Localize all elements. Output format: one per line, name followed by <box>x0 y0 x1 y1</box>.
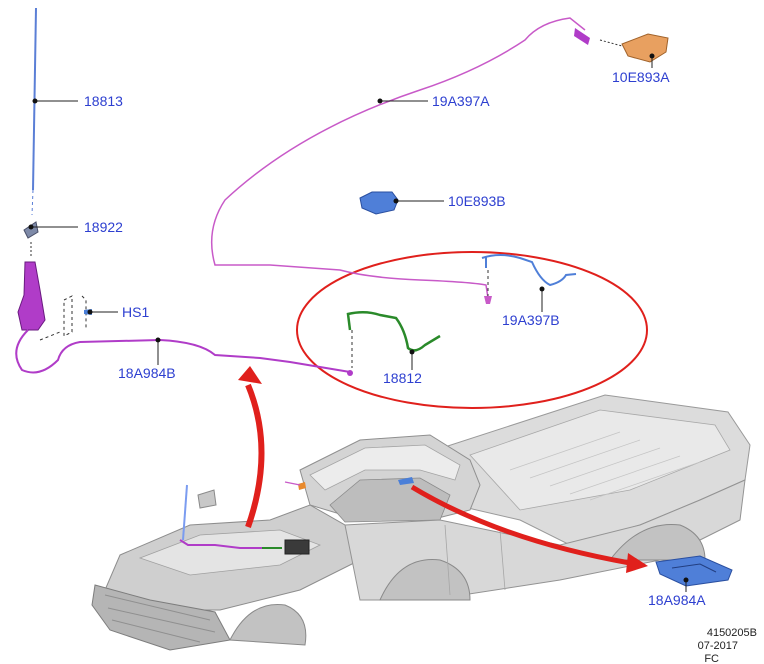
illustration-id: 4150205B <box>707 627 757 639</box>
cable-19a397b <box>481 254 577 287</box>
callout-18922: 18922 <box>84 219 123 235</box>
illustration-date: 07-2017 <box>698 640 738 652</box>
module-10e893b <box>359 191 399 215</box>
leader-lines <box>28 53 689 592</box>
callout-19a397b: 19A397B <box>502 312 560 328</box>
antenna-mount-bracket <box>17 261 46 331</box>
callout-19a397a: 19A397A <box>432 93 490 109</box>
callout-18812: 18812 <box>383 370 422 386</box>
illustration-code: FC <box>704 653 719 664</box>
pointer-arrow-right <box>410 484 648 573</box>
receiver-module-18a984a <box>655 555 733 587</box>
cable-18812 <box>346 311 441 352</box>
antenna-mast <box>31 7 37 216</box>
callout-10e893a: 10E893A <box>612 69 670 85</box>
callout-18a984b: 18A984B <box>118 365 176 381</box>
module-10e893a <box>599 33 669 63</box>
detail-highlight-circle <box>296 251 648 409</box>
heat-shield-outline <box>39 295 92 341</box>
rear-cable <box>210 17 586 299</box>
callout-18a984a: 18A984A <box>648 592 706 608</box>
callout-10e893b: 10E893B <box>448 193 506 209</box>
antenna-base <box>23 221 39 239</box>
pointer-arrow-up <box>238 366 265 528</box>
callout-hs1: HS1 <box>122 304 149 320</box>
antenna-cable <box>15 329 351 374</box>
callout-18813: 18813 <box>84 93 123 109</box>
pickup-truck-illustration <box>91 394 751 651</box>
